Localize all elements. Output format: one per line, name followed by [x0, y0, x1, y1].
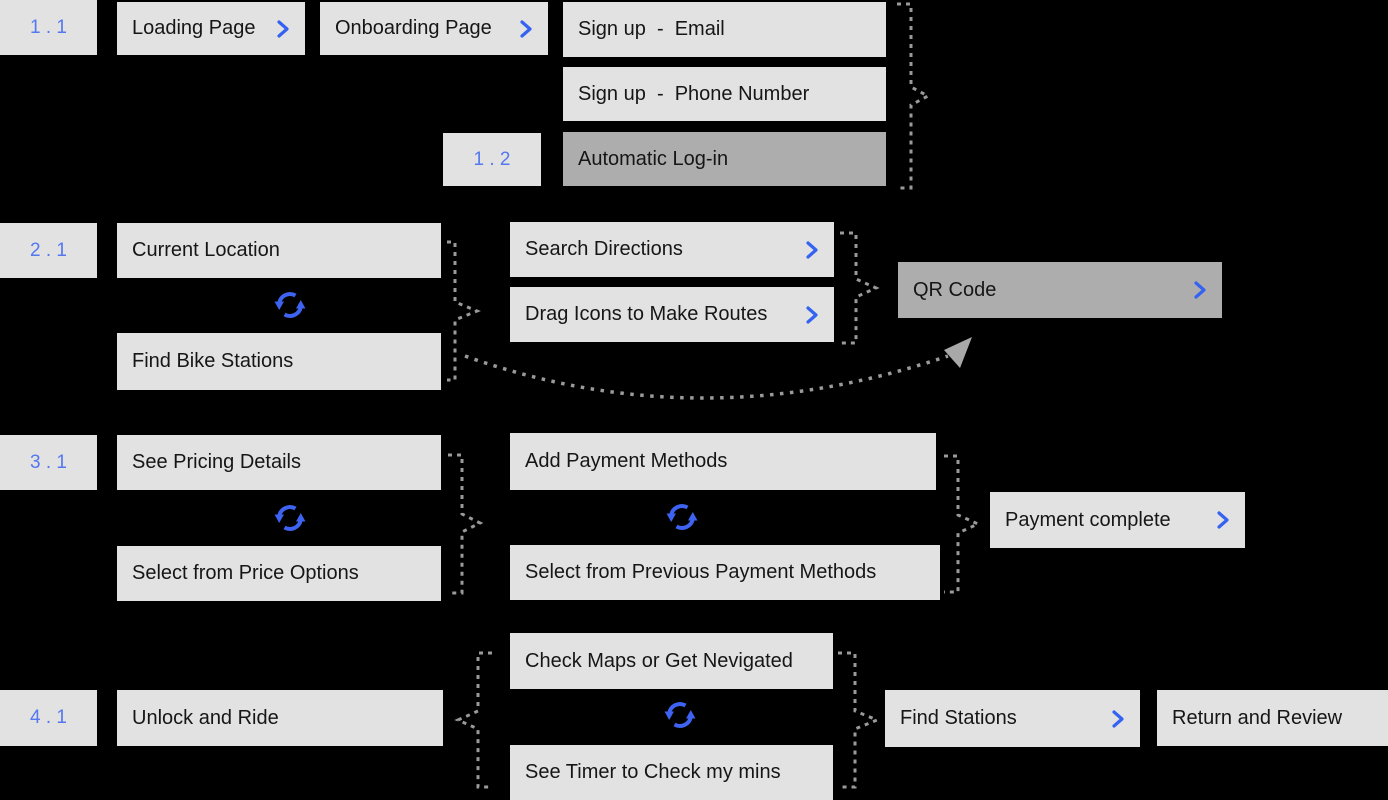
box-label: Onboarding Page	[335, 17, 492, 39]
step-label-1-1: 1 . 1	[0, 0, 97, 55]
step-label-3-1: 3 . 1	[0, 435, 97, 490]
box-loading-page: Loading Page	[117, 2, 305, 55]
box-label: See Timer to Check my mins	[525, 761, 781, 783]
box-label: Current Location	[132, 239, 280, 261]
bracket-location-group	[447, 240, 481, 382]
box-qr-code: QR Code	[898, 262, 1222, 318]
step-label-text: 4 . 1	[30, 707, 67, 728]
step-label-text: 2 . 1	[30, 239, 67, 261]
step-label-text: 3 . 1	[30, 451, 67, 473]
box-drag-icons-routes: Drag Icons to Make Routes	[510, 287, 834, 342]
box-current-location: Current Location	[117, 223, 441, 278]
box-label: Check Maps or Get Nevigated	[525, 649, 793, 672]
box-label: Automatic Log-in	[578, 147, 729, 170]
box-label: Search Directions	[525, 238, 683, 260]
curved-arrowhead	[944, 337, 972, 368]
box-unlock-and-ride: Unlock and Ride	[117, 690, 443, 746]
box-label: Find Stations	[900, 707, 1017, 729]
box-label: Sign up - Email	[578, 18, 725, 40]
box-search-directions: Search Directions	[510, 222, 834, 277]
chevron-right-icon	[277, 19, 289, 38]
sync-icon	[666, 504, 698, 530]
box-label: Select from Price Options	[132, 562, 359, 584]
box-label: Sign up - Phone Number	[578, 82, 810, 105]
step-label-4-1: 4 . 1	[0, 690, 97, 746]
step-label-2-1: 2 . 1	[0, 223, 97, 278]
box-find-stations: Find Stations	[885, 690, 1140, 747]
sync-icon	[274, 292, 306, 318]
bracket-pricing-group	[448, 453, 484, 595]
box-return-and-review: Return and Review	[1157, 690, 1388, 746]
step-label-text: 1 . 2	[473, 148, 511, 170]
bracket-ride-left-group	[454, 651, 492, 789]
chevron-right-icon	[1217, 511, 1229, 529]
step-label-text: 1 . 1	[30, 16, 67, 38]
bracket-directions-group	[840, 231, 880, 345]
box-label: Loading Page	[132, 17, 256, 39]
box-label: Add Payment Methods	[525, 450, 728, 472]
chevron-right-icon	[806, 240, 818, 259]
sync-icon	[664, 702, 696, 728]
bracket-signup-group	[897, 2, 932, 190]
box-signup-email: Sign up - Email	[563, 2, 886, 57]
box-label: Drag Icons to Make Routes	[525, 303, 768, 325]
step-label-1-2: 1 . 2	[443, 133, 541, 186]
box-find-bike-stations: Find Bike Stations	[117, 333, 441, 390]
chevron-right-icon	[1194, 281, 1206, 299]
box-check-maps-navigate: Check Maps or Get Nevigated	[510, 633, 833, 689]
box-see-timer: See Timer to Check my mins	[510, 745, 833, 800]
chevron-right-icon	[806, 305, 818, 324]
box-see-pricing-details: See Pricing Details	[117, 435, 441, 490]
box-label: Select from Previous Payment Methods	[525, 561, 877, 583]
box-add-payment-methods: Add Payment Methods	[510, 433, 936, 490]
sync-icon	[274, 505, 306, 531]
chevron-right-icon	[1112, 709, 1124, 728]
box-select-price-options: Select from Price Options	[117, 546, 441, 601]
bracket-payment-group	[944, 454, 982, 594]
box-onboarding-page: Onboarding Page	[320, 2, 548, 55]
box-label: Unlock and Ride	[132, 706, 279, 729]
box-select-previous-payments: Select from Previous Payment Methods	[510, 545, 940, 600]
box-automatic-login: Automatic Log-in	[563, 132, 886, 186]
box-label: Return and Review	[1172, 706, 1343, 729]
box-label: Payment complete	[1005, 508, 1171, 531]
box-signup-phone: Sign up - Phone Number	[563, 67, 886, 121]
bracket-ride-right-group	[838, 651, 881, 789]
box-label: QR Code	[913, 278, 997, 301]
box-label: See Pricing Details	[132, 451, 301, 473]
box-label: Find Bike Stations	[132, 350, 294, 372]
box-payment-complete: Payment complete	[990, 492, 1245, 548]
chevron-right-icon	[520, 19, 532, 38]
curved-arrow-to-qr	[464, 354, 949, 400]
